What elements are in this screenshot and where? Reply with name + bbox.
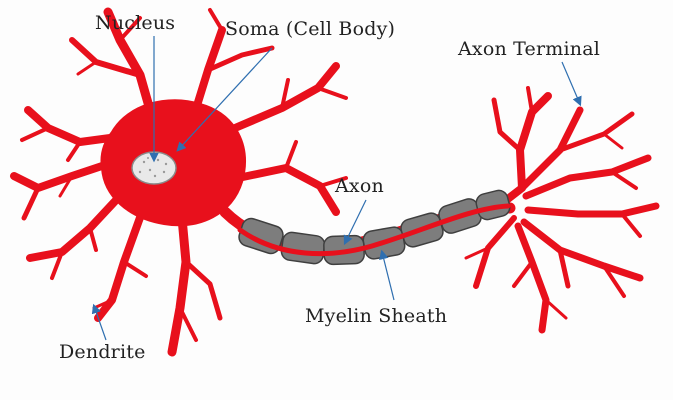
axon-leader — [343, 199, 367, 246]
label-soma: Soma (Cell Body) — [225, 18, 396, 40]
dendrite-leader — [91, 303, 107, 341]
soma-leader — [176, 47, 273, 152]
leader-lines — [91, 36, 582, 341]
axon-terminal-branches — [464, 86, 660, 334]
label-myelin-sheath: Myelin Sheath — [305, 305, 448, 327]
neuron-body — [10, 7, 660, 357]
axon-core-inner — [237, 203, 511, 257]
label-nucleus: Nucleus — [95, 12, 176, 34]
myelin-sheath-leader — [379, 249, 395, 301]
label-axon: Axon — [335, 175, 384, 197]
axon-terminal-leader — [561, 61, 582, 107]
label-dendrite: Dendrite — [59, 341, 146, 363]
myelin-sheath — [238, 189, 511, 266]
label-axon-terminal: Axon Terminal — [458, 38, 601, 60]
dendrites — [10, 7, 348, 357]
